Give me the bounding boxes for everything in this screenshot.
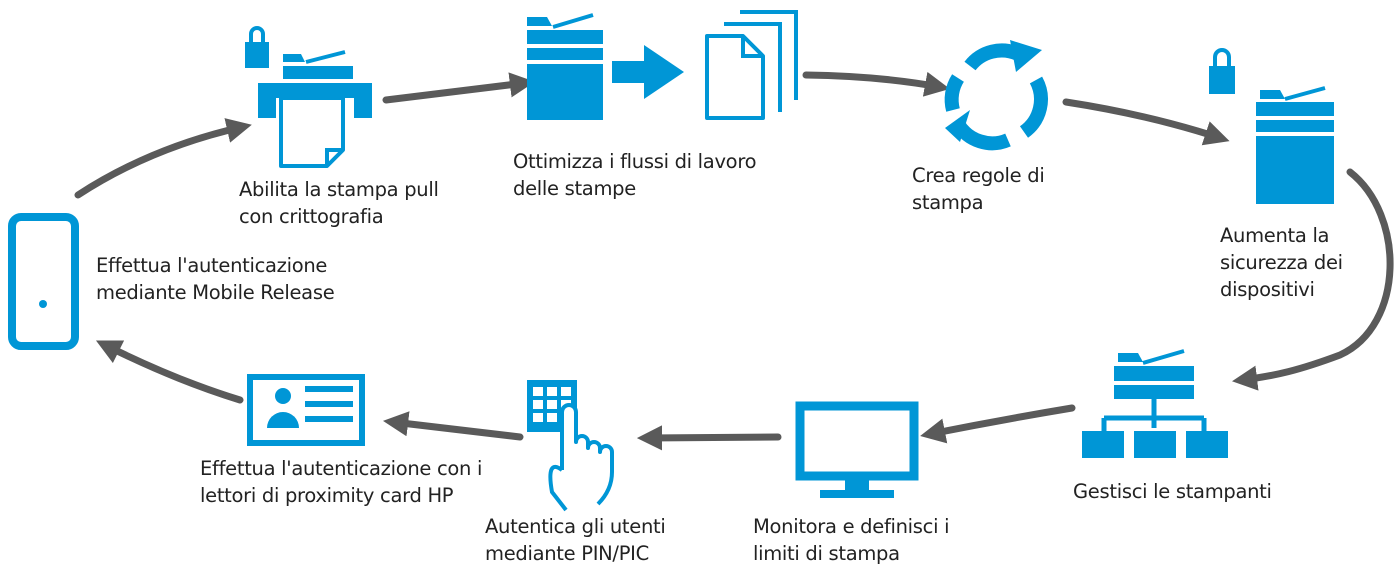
refresh-icon: [944, 40, 1048, 151]
arrow-manage-to-monitor: [920, 404, 1076, 444]
keypad-touch-icon: [527, 380, 614, 512]
printer-network-icon: [1082, 349, 1228, 458]
arrow-rules-to-security: [1062, 98, 1230, 146]
arrow-card-to-tablet: [95, 340, 244, 404]
arrow-tablet-to-pull: [74, 118, 252, 199]
arrow-monitor-to-pin: [636, 425, 782, 451]
proximity-card-icon: [247, 374, 365, 446]
arrow-pull-to-workflow: [382, 72, 536, 104]
monitor-icon: [795, 401, 919, 498]
arrow-security-to-manage: [1231, 168, 1394, 391]
device-lock-icon: [1209, 48, 1334, 204]
workflow-print-icon: [527, 10, 798, 120]
step-label-manage-printers: Gestisci le stampanti: [1073, 480, 1272, 503]
tablet-icon: [8, 213, 79, 350]
arrow-pin-to-card: [382, 411, 524, 441]
printer-lock-icon: [245, 26, 372, 168]
arrow-workflow-to-rules: [802, 71, 950, 97]
